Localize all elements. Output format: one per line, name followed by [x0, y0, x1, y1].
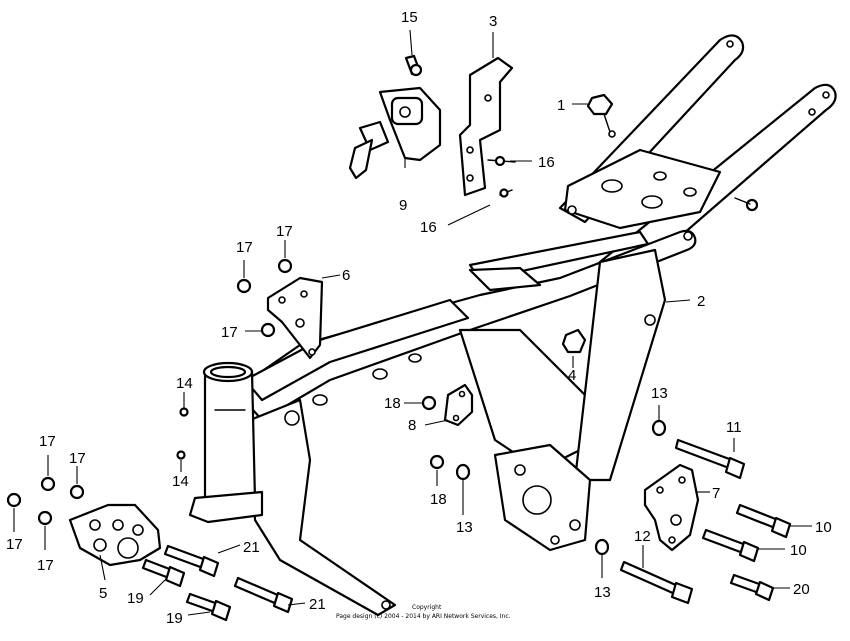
callout-17-c: 17 [221, 324, 238, 341]
callout-3: 3 [489, 13, 497, 30]
hardware-nuts-washers [6, 54, 759, 556]
callout-20: 20 [793, 581, 810, 598]
callout-1: 1 [557, 97, 565, 114]
steering-head-pipe[interactable] [188, 361, 264, 524]
callout-18-lower: 18 [430, 491, 447, 508]
callout-17-a: 17 [236, 239, 253, 256]
callout-4: 4 [568, 367, 576, 384]
callout-6: 6 [342, 267, 350, 284]
callout-18-upper: 18 [384, 395, 401, 412]
callout-8: 8 [408, 417, 416, 434]
callout-9: 9 [399, 197, 407, 214]
plate-8[interactable] [443, 383, 474, 427]
bracket-7[interactable] [643, 463, 700, 552]
callout-21-lower: 21 [309, 596, 326, 613]
callout-14-upper: 14 [176, 375, 193, 392]
callout-19-upper: 19 [127, 590, 144, 607]
callout-labels: 15 3 1 9 16 16 17 17 6 17 2 4 14 14 18 8… [6, 9, 832, 627]
ignition-switch-9[interactable] [348, 86, 442, 180]
callout-11: 11 [726, 419, 742, 436]
copyright-line-2: Page design (c) 2004 - 2014 by ARI Netwo… [336, 613, 511, 620]
bolts [141, 438, 792, 622]
engine-hanger-5[interactable] [68, 503, 162, 567]
callout-13-a: 13 [651, 385, 668, 402]
callout-17-g: 17 [37, 557, 54, 574]
copyright-line-1: Copyright [412, 604, 442, 611]
callout-17-b: 17 [276, 223, 293, 240]
bracket-6[interactable] [266, 276, 324, 360]
callout-17-f: 17 [6, 536, 23, 553]
callout-16-upper: 16 [538, 154, 555, 171]
callout-12: 12 [634, 528, 651, 545]
callout-13-c: 13 [594, 584, 611, 601]
copyright-notice: Copyright Page design (c) 2004 - 2014 by… [336, 604, 511, 620]
callout-10-upper: 10 [815, 519, 832, 536]
leader-lines [13, 29, 812, 616]
callout-17-d: 17 [39, 433, 56, 450]
callout-14-lower: 14 [172, 473, 189, 490]
callout-10-lower: 10 [790, 542, 807, 559]
main-frame[interactable] [233, 34, 837, 617]
callout-15: 15 [401, 9, 418, 26]
callout-19-lower: 19 [166, 610, 183, 627]
bracket-plate-3[interactable] [458, 56, 514, 197]
callout-16-lower: 16 [420, 219, 437, 236]
callout-5: 5 [99, 585, 107, 602]
callout-7: 7 [712, 485, 720, 502]
callout-21-upper: 21 [243, 539, 260, 556]
callout-13-b: 13 [456, 519, 473, 536]
callout-17-e: 17 [69, 450, 86, 467]
callout-2: 2 [697, 293, 705, 310]
